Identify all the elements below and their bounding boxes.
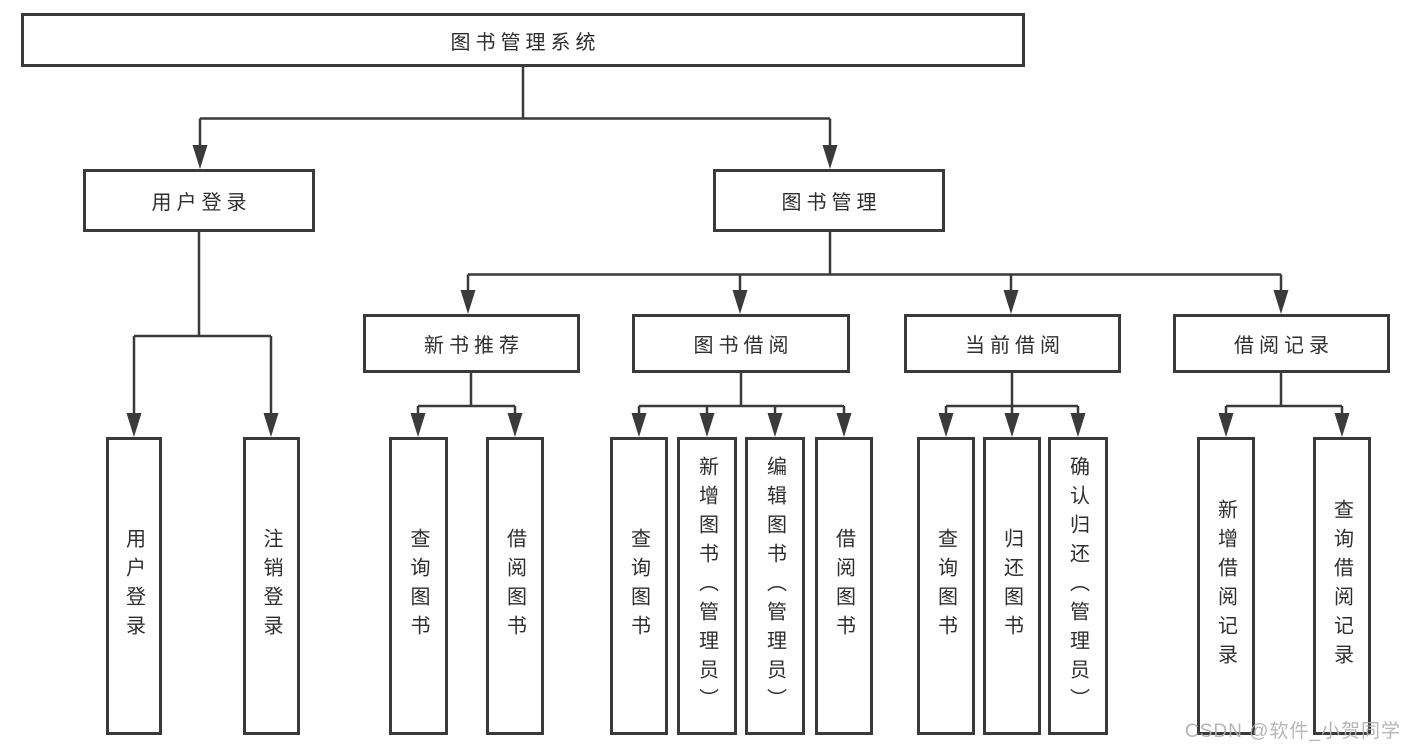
leaf-query-borrow-record: 查询借阅记录 bbox=[1313, 437, 1371, 735]
leaf-query-books-2: 查询图书 bbox=[610, 437, 668, 735]
leaf-borrow-books-1-label: 借阅图书 bbox=[503, 528, 526, 644]
node-root-label: 图书管理系统 bbox=[450, 31, 601, 54]
node-current-borrowing: 当前借阅 bbox=[904, 314, 1121, 373]
leaf-query-books-3: 查询图书 bbox=[917, 437, 975, 735]
leaf-add-books-admin: 新增图书（管理员） bbox=[677, 437, 737, 735]
node-borrow-records: 借阅记录 bbox=[1173, 314, 1390, 373]
leaf-add-borrow-record: 新增借阅记录 bbox=[1197, 437, 1255, 735]
node-book-management-label: 图书管理 bbox=[781, 192, 882, 214]
node-book-borrowing-label: 图书借阅 bbox=[693, 335, 794, 357]
leaf-add-borrow-record-label: 新增借阅记录 bbox=[1214, 499, 1237, 673]
leaf-return-books: 归还图书 bbox=[983, 437, 1041, 735]
leaf-user-login-label: 用户登录 bbox=[122, 528, 145, 644]
node-user-login: 用户登录 bbox=[83, 169, 315, 232]
connector-current-to-leaves bbox=[938, 373, 1086, 437]
leaf-query-books-2-label: 查询图书 bbox=[627, 528, 650, 644]
node-root: 图书管理系统 bbox=[21, 13, 1025, 67]
node-book-borrowing: 图书借阅 bbox=[632, 314, 850, 373]
leaf-borrow-books-2: 借阅图书 bbox=[815, 437, 873, 735]
leaf-user-login: 用户登录 bbox=[106, 437, 162, 735]
connector-userlogin-to-leaves bbox=[126, 232, 279, 437]
node-new-book-recommend: 新书推荐 bbox=[363, 314, 580, 373]
leaf-logout-label: 注销登录 bbox=[260, 528, 282, 644]
node-current-borrowing-label: 当前借阅 bbox=[965, 335, 1065, 357]
leaf-return-books-label: 归还图书 bbox=[1000, 528, 1023, 644]
leaf-confirm-return-admin-label: 确认归还（管理员） bbox=[1066, 455, 1089, 717]
node-borrow-records-label: 借阅记录 bbox=[1234, 335, 1334, 357]
node-book-management: 图书管理 bbox=[713, 169, 945, 232]
leaf-logout: 注销登录 bbox=[243, 437, 300, 735]
connector-records-to-leaves bbox=[1218, 373, 1350, 437]
leaf-borrow-books-2-label: 借阅图书 bbox=[832, 528, 855, 644]
leaf-edit-books-admin-label: 编辑图书（管理员） bbox=[763, 455, 786, 717]
leaf-query-books-1: 查询图书 bbox=[389, 437, 448, 735]
leaf-query-borrow-record-label: 查询借阅记录 bbox=[1330, 499, 1353, 673]
leaf-query-books-3-label: 查询图书 bbox=[934, 528, 957, 644]
node-new-book-recommend-label: 新书推荐 bbox=[424, 335, 524, 357]
leaf-add-books-admin-label: 新增图书（管理员） bbox=[695, 455, 718, 717]
watermark-text: CSDN @软件_小贺同学 bbox=[1185, 721, 1401, 742]
leaf-borrow-books-1: 借阅图书 bbox=[486, 437, 544, 735]
connector-root-to-level2 bbox=[192, 66, 838, 169]
leaf-edit-books-admin: 编辑图书（管理员） bbox=[745, 437, 805, 735]
connector-borrowing-to-leaves bbox=[631, 373, 852, 437]
connector-newbooks-to-leaves bbox=[410, 373, 523, 437]
leaf-confirm-return-admin: 确认归还（管理员） bbox=[1048, 437, 1108, 735]
node-user-login-label: 用户登录 bbox=[151, 192, 252, 214]
leaf-query-books-1-label: 查询图书 bbox=[407, 528, 429, 644]
connector-bookmgmt-to-level3 bbox=[460, 232, 1289, 314]
